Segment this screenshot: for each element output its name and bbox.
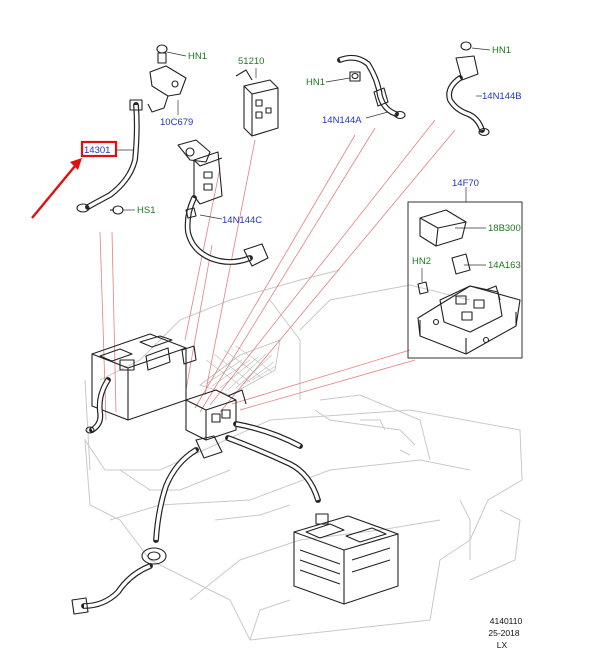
footer: 4140110 25-2018 LX <box>488 616 522 650</box>
main-cables <box>71 421 321 615</box>
label-hn1-c[interactable]: HN1 <box>492 45 511 56</box>
vehicle-floor-outline <box>84 269 523 641</box>
cable-14301 <box>76 99 143 213</box>
footer-ref: 4140110 <box>490 616 523 626</box>
label-14f70[interactable]: 14F70 <box>452 178 479 189</box>
floor-junction <box>185 389 247 459</box>
battery-left <box>85 333 197 434</box>
label-hn2[interactable]: HN2 <box>412 256 431 267</box>
terminal-10c679 <box>147 44 187 113</box>
label-18b300[interactable]: 18B300 <box>488 223 521 234</box>
hs1-stud <box>110 205 124 215</box>
highlight-14301 <box>31 140 118 219</box>
inset-14f70 <box>407 201 523 359</box>
junction-14n144c <box>177 139 269 267</box>
label-14n144a[interactable]: 14N144A <box>322 115 362 126</box>
label-hn1-a[interactable]: HN1 <box>188 51 207 62</box>
fuse-box-51210 <box>235 69 279 137</box>
label-hn1-b[interactable]: HN1 <box>306 77 325 88</box>
grommet <box>141 547 167 565</box>
leader-lines <box>99 119 456 421</box>
label-10c679[interactable]: 10C679 <box>160 117 193 128</box>
label-14301[interactable]: 14301 <box>84 145 110 156</box>
footer-code: LX <box>497 640 508 650</box>
label-hs1[interactable]: HS1 <box>137 205 155 216</box>
cable-14n144b <box>446 41 490 137</box>
footer-date: 25-2018 <box>488 628 519 638</box>
label-14n144c[interactable]: 14N144C <box>222 215 262 226</box>
label-14a163[interactable]: 14A163 <box>488 260 521 271</box>
labels: 14301 HN1 51210 HN1 HN1 10C679 14N144A 1… <box>84 45 522 271</box>
battery-main <box>293 513 399 605</box>
label-14n144b[interactable]: 14N144B <box>482 91 522 102</box>
label-51210[interactable]: 51210 <box>238 56 264 67</box>
cable-14n144a <box>337 54 406 120</box>
label-leaders <box>116 47 491 282</box>
